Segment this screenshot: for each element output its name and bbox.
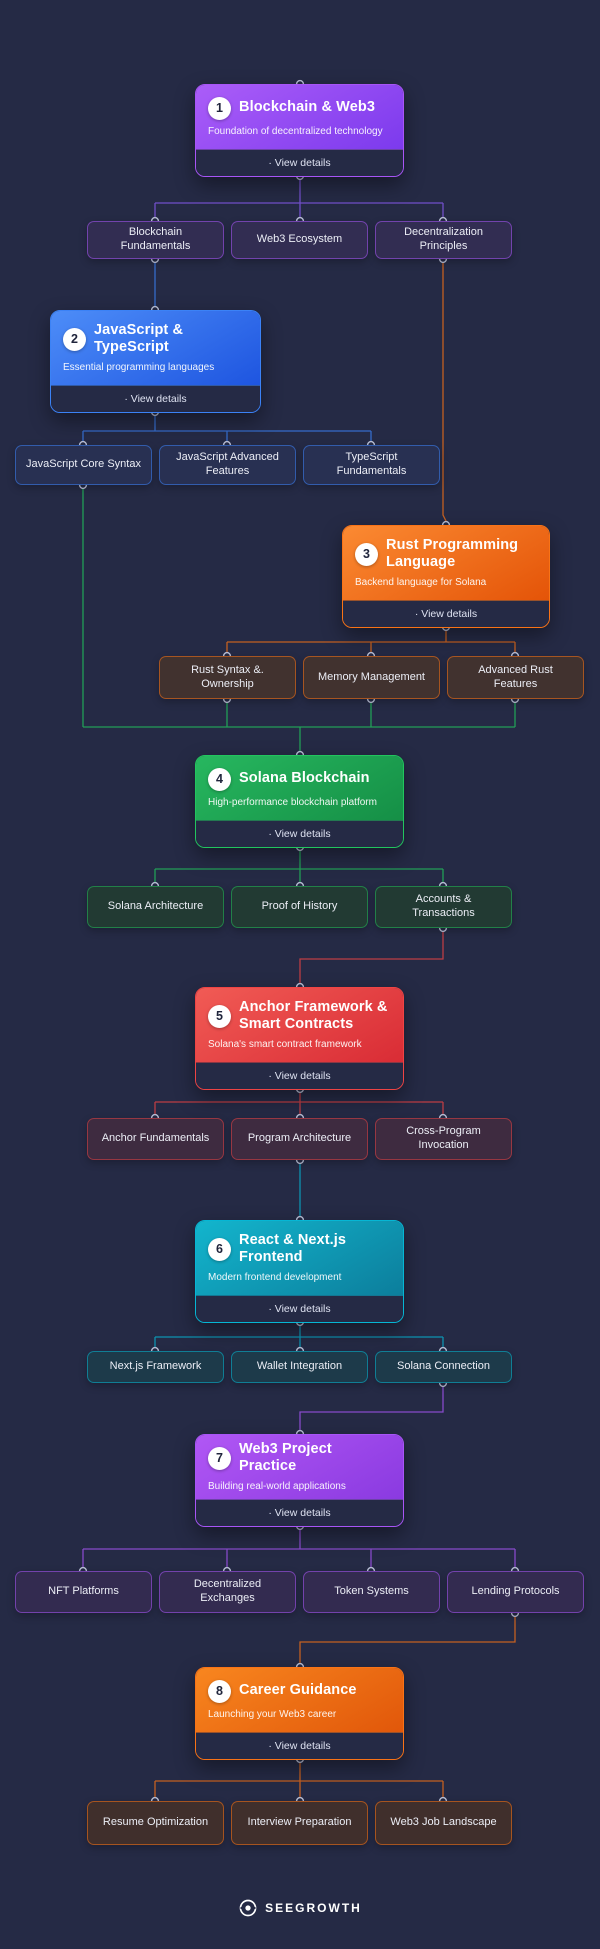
view-details-button[interactable]: · View details: [196, 149, 403, 176]
node-subtitle: Building real-world applications: [208, 1481, 346, 1493]
wire-section-1: [154, 176, 444, 221]
topic-typescript-fundamentals[interactable]: TypeScript Fundamentals: [303, 445, 440, 485]
wire-section-2: [82, 259, 372, 445]
topic-solana-architecture[interactable]: Solana Architecture: [87, 886, 224, 928]
seegrowth-logo-icon: [239, 1899, 257, 1917]
topic-program-architecture[interactable]: Program Architecture: [231, 1118, 368, 1160]
node-subtitle: Solana's smart contract framework: [208, 1039, 362, 1051]
topic-anchor-fundamentals[interactable]: Anchor Fundamentals: [87, 1118, 224, 1160]
topic-javascript-core-syntax[interactable]: JavaScript Core Syntax: [15, 445, 152, 485]
main-node-javascript-typescript[interactable]: 2 JavaScript & TypeScript Essential prog…: [50, 310, 261, 413]
brand-name: SEEGROWTH: [265, 1901, 362, 1915]
node-subtitle: Backend language for Solana: [355, 577, 487, 589]
step-number-badge: 8: [208, 1679, 231, 1703]
topic-memory-management[interactable]: Memory Management: [303, 656, 440, 699]
topic-resume-optimization[interactable]: Resume Optimization: [87, 1801, 224, 1845]
node-title: JavaScript & TypeScript: [94, 321, 184, 355]
step-number-badge: 2: [63, 327, 86, 351]
wire-section-4: [82, 485, 516, 886]
topic-solana-connection[interactable]: Solana Connection: [375, 1351, 512, 1383]
view-details-button[interactable]: · View details: [343, 600, 549, 627]
topic-blockchain-fundamentals[interactable]: Blockchain Fundamentals: [87, 221, 224, 259]
main-node-react-nextjs[interactable]: 6 React & Next.js Frontend Modern fronte…: [195, 1220, 404, 1323]
step-number-badge: 3: [355, 542, 378, 566]
node-header: 5 Anchor Framework & Smart Contracts Sol…: [196, 988, 403, 1062]
topic-nextjs-framework[interactable]: Next.js Framework: [87, 1351, 224, 1383]
node-header: 4 Solana Blockchain High-performance blo…: [196, 756, 403, 820]
topic-web3-job-landscape[interactable]: Web3 Job Landscape: [375, 1801, 512, 1845]
node-header: 3 Rust Programming Language Backend lang…: [343, 526, 549, 600]
step-number-badge: 7: [208, 1446, 231, 1470]
node-header: 1 Blockchain & Web3 Foundation of decent…: [196, 85, 403, 149]
node-subtitle: Foundation of decentralized technology: [208, 125, 383, 137]
node-title: Web3 Project Practice: [239, 1440, 332, 1474]
node-header: 2 JavaScript & TypeScript Essential prog…: [51, 311, 260, 385]
topic-proof-of-history[interactable]: Proof of History: [231, 886, 368, 928]
step-number-badge: 1: [208, 96, 231, 120]
main-node-career-guidance[interactable]: 8 Career Guidance Launching your Web3 ca…: [195, 1667, 404, 1760]
topic-token-systems[interactable]: Token Systems: [303, 1571, 440, 1613]
topic-advanced-rust-features[interactable]: Advanced Rust Features: [447, 656, 584, 699]
topic-rust-syntax-ownership[interactable]: Rust Syntax &. Ownership: [159, 656, 296, 699]
step-number-badge: 5: [208, 1004, 231, 1028]
node-title: Solana Blockchain: [239, 770, 370, 787]
node-title: Career Guidance: [239, 1682, 357, 1699]
topic-nft-platforms[interactable]: NFT Platforms: [15, 1571, 152, 1613]
node-title: Rust Programming Language: [386, 536, 519, 570]
topic-decentralization-principles[interactable]: Decentralization Principles: [375, 221, 512, 259]
node-title: Anchor Framework & Smart Contracts: [239, 998, 388, 1032]
node-subtitle: Modern frontend development: [208, 1272, 342, 1284]
topic-wallet-integration[interactable]: Wallet Integration: [231, 1351, 368, 1383]
node-title: React & Next.js Frontend: [239, 1231, 347, 1265]
node-header: 8 Career Guidance Launching your Web3 ca…: [196, 1668, 403, 1732]
node-header: 6 React & Next.js Frontend Modern fronte…: [196, 1221, 403, 1295]
main-node-web3-project-practice[interactable]: 7 Web3 Project Practice Building real-wo…: [195, 1434, 404, 1527]
view-details-button[interactable]: · View details: [196, 820, 403, 847]
view-details-button[interactable]: · View details: [196, 1732, 403, 1759]
node-title: Blockchain & Web3: [239, 99, 375, 116]
node-subtitle: Essential programming languages: [63, 362, 215, 374]
main-node-rust[interactable]: 3 Rust Programming Language Backend lang…: [342, 525, 550, 628]
main-node-solana[interactable]: 4 Solana Blockchain High-performance blo…: [195, 755, 404, 848]
node-header: 7 Web3 Project Practice Building real-wo…: [196, 1435, 403, 1499]
wire-section-8: [154, 1613, 516, 1801]
brand-footer: SEEGROWTH: [0, 1898, 600, 1918]
wire-section-3: [226, 259, 516, 656]
view-details-button[interactable]: · View details: [196, 1062, 403, 1089]
wire-section-6: [154, 1160, 444, 1351]
topic-decentralized-exchanges[interactable]: Decentralized Exchanges: [159, 1571, 296, 1613]
topic-cross-program-invocation[interactable]: Cross-Program Invocation: [375, 1118, 512, 1160]
topic-accounts-transactions[interactable]: Accounts & Transactions: [375, 886, 512, 928]
wire-section-7: [82, 1383, 516, 1571]
step-number-badge: 4: [208, 767, 231, 791]
view-details-button[interactable]: · View details: [196, 1295, 403, 1322]
main-node-anchor-framework[interactable]: 5 Anchor Framework & Smart Contracts Sol…: [195, 987, 404, 1090]
view-details-button[interactable]: · View details: [196, 1499, 403, 1526]
node-subtitle: Launching your Web3 career: [208, 1708, 337, 1720]
node-subtitle: High-performance blockchain platform: [208, 796, 377, 808]
topic-interview-preparation[interactable]: Interview Preparation: [231, 1801, 368, 1845]
topic-lending-protocols[interactable]: Lending Protocols: [447, 1571, 584, 1613]
step-number-badge: 6: [208, 1237, 231, 1261]
topic-web3-ecosystem[interactable]: Web3 Ecosystem: [231, 221, 368, 259]
view-details-button[interactable]: · View details: [51, 385, 260, 412]
topic-javascript-advanced-features[interactable]: JavaScript Advanced Features: [159, 445, 296, 485]
wire-section-5: [154, 928, 444, 1118]
main-node-blockchain-web3[interactable]: 1 Blockchain & Web3 Foundation of decent…: [195, 84, 404, 177]
